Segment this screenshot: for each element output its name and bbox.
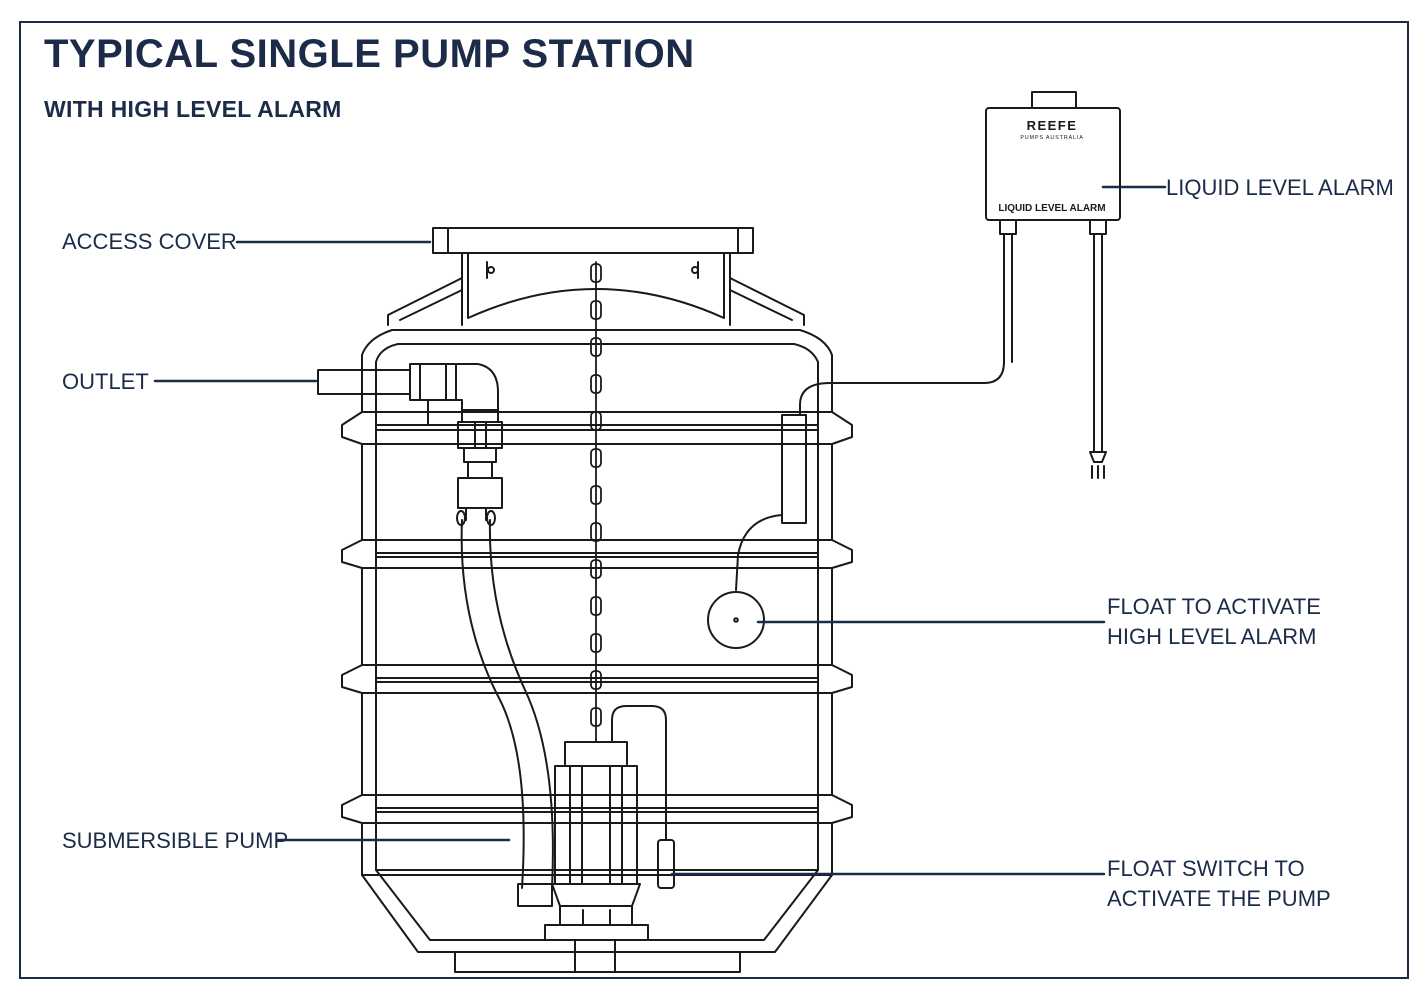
diagram-frame — [19, 21, 1409, 979]
outlet-pipework — [317, 363, 503, 526]
callout-pump-float-line2: ACTIVATE THE PUMP — [1107, 886, 1331, 911]
submersible-pump — [517, 705, 675, 941]
callout-leaders — [153, 185, 1167, 876]
alarm-brand: REEFE — [1027, 118, 1078, 133]
callout-access-cover: ACCESS COVER — [62, 229, 237, 254]
lifting-chain — [590, 261, 602, 743]
discharge-hose — [460, 519, 554, 889]
liquid-level-alarm-box — [829, 91, 1121, 479]
callout-alarm-float-line2: HIGH LEVEL ALARM — [1107, 624, 1317, 649]
tank — [341, 277, 853, 973]
high-level-float — [707, 382, 831, 649]
callout-outlet: OUTLET — [62, 369, 149, 394]
callout-alarm-float-line1: FLOAT TO ACTIVATE — [1107, 594, 1321, 619]
access-cover — [432, 227, 754, 326]
diagram-title: TYPICAL SINGLE PUMP STATION — [44, 32, 695, 76]
alarm-panel-label: LIQUID LEVEL ALARM — [998, 203, 1105, 214]
callout-pump-float-line1: FLOAT SWITCH TO — [1107, 856, 1305, 881]
callout-liquid-level-alarm: LIQUID LEVEL ALARM — [1166, 175, 1394, 200]
callout-submersible-pump: SUBMERSIBLE PUMP — [62, 828, 289, 853]
alarm-brand-sub: PUMPS AUSTRALIA — [1020, 135, 1083, 141]
diagram-subtitle: WITH HIGH LEVEL ALARM — [44, 96, 342, 122]
